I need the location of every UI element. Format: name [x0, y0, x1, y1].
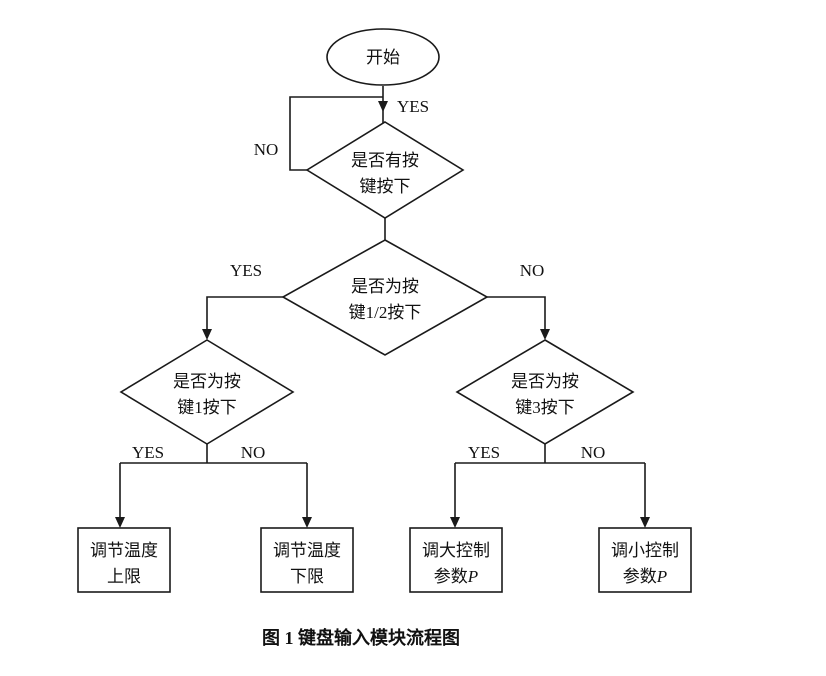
decision-key-pressed-line1: 是否有按: [351, 151, 419, 170]
process-param-increase-line1: 调大控制: [422, 541, 490, 560]
process-param-increase-var: P: [467, 567, 478, 586]
arrowhead-decision4-in-icon: [540, 329, 550, 340]
process-temp-upper-line2: 上限: [107, 567, 141, 586]
decision-key1-node: [119, 339, 295, 445]
decision-key3-node: [455, 339, 635, 445]
edge-no-loop: [289, 96, 383, 171]
arrowhead-decision3-in-icon: [202, 329, 212, 340]
edge-decision3-split: [120, 444, 307, 464]
decision-key-pressed-line2: 键按下: [360, 177, 411, 196]
start-label: 开始: [366, 48, 400, 67]
label-key12-no: NO: [520, 261, 545, 280]
label-key1-no: NO: [241, 443, 266, 462]
edge-decision4-split: [455, 444, 645, 464]
process-temp-upper-node: [77, 527, 171, 593]
label-key3-no: NO: [581, 443, 606, 462]
edge-decision2-no-branch: [487, 296, 546, 338]
decision-key1-line2: 键1按下: [177, 398, 237, 417]
label-key1-yes: YES: [132, 443, 164, 462]
process-temp-lower-line2: 下限: [290, 567, 324, 586]
decision-key12-node: [281, 239, 489, 356]
decision-key3-line1: 是否为按: [511, 372, 579, 391]
process-param-increase-line2: 参数P: [434, 567, 478, 586]
process-temp-lower-node: [260, 527, 354, 593]
label-key12-yes: YES: [230, 261, 262, 280]
decision-key1-line1: 是否为按: [173, 372, 241, 391]
arrowhead-start-down-icon: [378, 101, 388, 112]
process-temp-upper-line1: 调节温度: [90, 541, 158, 560]
decision-key-pressed-node: [305, 121, 465, 219]
label-key3-yes: YES: [468, 443, 500, 462]
process-param-decrease-line1: 调小控制: [611, 541, 679, 560]
edge-decision2-yes-branch: [206, 296, 283, 338]
process-param-decrease-var: P: [656, 567, 667, 586]
arrowhead-box2-in-icon: [302, 517, 312, 528]
figure-caption: 图 1 键盘输入模块流程图: [262, 627, 460, 648]
start-node: [326, 28, 440, 86]
process-param-decrease-line2: 参数P: [623, 567, 667, 586]
decision-key3-line2: 键3按下: [515, 398, 575, 417]
label-loop-no: NO: [254, 140, 279, 159]
process-temp-lower-line1: 调节温度: [273, 541, 341, 560]
decision-key12-line1: 是否为按: [351, 277, 419, 296]
decision-key12-line2: 键1/2按下: [349, 303, 422, 322]
process-param-increase-node: [409, 527, 503, 593]
process-param-decrease-node: [598, 527, 692, 593]
label-start-yes: YES: [397, 97, 429, 116]
arrowhead-box1-in-icon: [115, 517, 125, 528]
arrowhead-box3-in-icon: [450, 517, 460, 528]
process-param-decrease-line2-text: 参数: [623, 567, 657, 586]
process-param-increase-line2-text: 参数: [434, 567, 468, 586]
arrowhead-box4-in-icon: [640, 517, 650, 528]
